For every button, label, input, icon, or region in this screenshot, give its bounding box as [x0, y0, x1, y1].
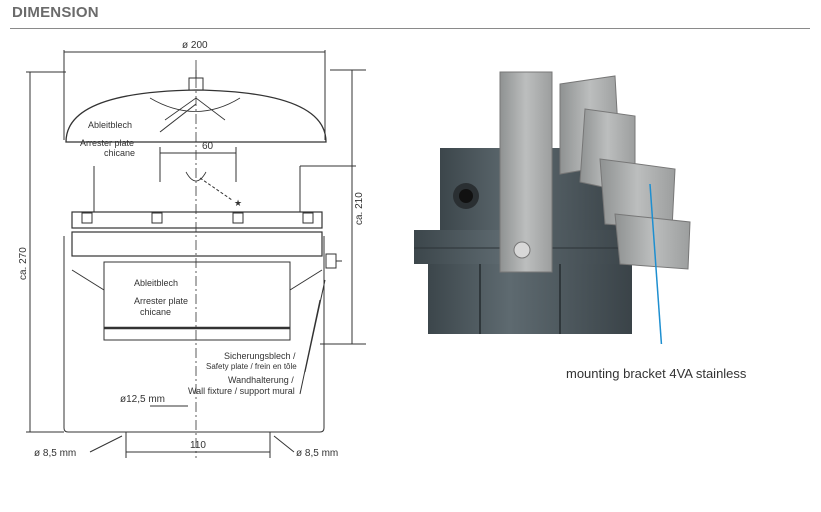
- label-wall-2: Wall fixture / support mural: [188, 386, 295, 396]
- main-bracket: [499, 71, 553, 273]
- label-arrester-mid-1: Arrester plate: [134, 296, 188, 306]
- dim-bolt-spacing: 110: [190, 440, 206, 451]
- dim-inner: 60: [202, 141, 214, 152]
- label-wall-1: Wandhalterung /: [228, 375, 294, 385]
- label-arrester-top-2: chicane: [104, 148, 135, 158]
- dim-hole-left: ø 8,5 mm: [34, 448, 76, 459]
- dim-height-total: ca. 270: [18, 247, 29, 280]
- bracket-bolt: [513, 241, 531, 259]
- bracket-plate: [614, 213, 691, 270]
- dim-hole-right: ø 8,5 mm: [296, 448, 338, 459]
- dim-height-upper: ca. 210: [354, 192, 365, 225]
- label-ableitblech-mid: Ableitblech: [134, 278, 178, 288]
- dim-drain: ø12,5 mm: [120, 394, 165, 405]
- dim-width-top: ø 200: [182, 40, 208, 51]
- label-star: ★: [234, 198, 242, 208]
- label-ableitblech-top: Ableitblech: [88, 120, 132, 130]
- label-safety-2: Safety plate / frein en tôle: [206, 362, 297, 371]
- product-photo: [414, 71, 691, 344]
- label-arrester-mid-2: chicane: [140, 307, 171, 317]
- label-safety-1: Sicherungsblech /: [224, 351, 296, 361]
- label-arrester-top-1: Arrester plate: [80, 138, 134, 148]
- section-title: DIMENSION: [12, 4, 99, 21]
- title-divider: [10, 28, 810, 29]
- dimension-drawing: ø 200 60 ca. 270 ca. 210 110 ø 8,5 mm ø …: [18, 40, 366, 459]
- bracket-caption: mounting bracket 4VA stainless: [566, 366, 747, 381]
- pointer-line: [649, 183, 663, 344]
- housing-body: [428, 264, 632, 334]
